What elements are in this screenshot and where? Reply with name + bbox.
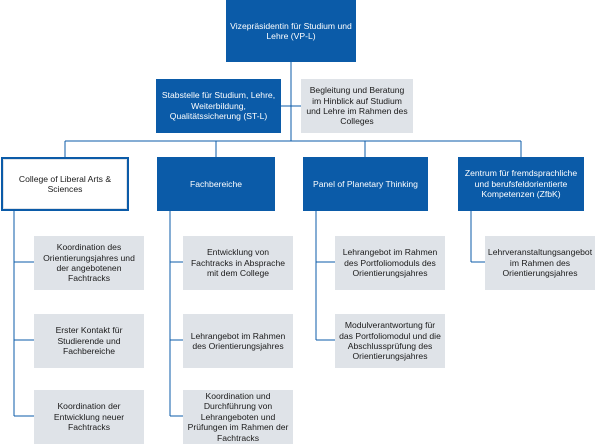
zfbk-item-1: Lehrveranstaltungsangebot im Rahmen des …	[485, 236, 595, 290]
fachbereiche-head-box: Fachbereiche	[157, 157, 275, 211]
begleitung-box: Begleitung und Beratung im Hinblick auf …	[301, 79, 413, 133]
zfbk-head-box: Zentrum für fremdsprachliche und berufsf…	[458, 157, 584, 211]
college-item-2: Erster Kontakt für Studierende und Fachb…	[34, 314, 144, 368]
college-head-box: College of Liberal Arts & Sciences	[1, 157, 129, 211]
panel-item-1: Lehrangebot im Rahmen des Portfoliomodul…	[335, 236, 445, 290]
panel-item-2: Modulverantwortung für das Portfoliomodu…	[335, 314, 445, 368]
fachbereiche-item-2: Lehrangebot im Rahmen des Orientierungsj…	[183, 314, 293, 368]
panel-head-box: Panel of Planetary Thinking	[303, 157, 428, 211]
fachbereiche-item-1: Entwicklung von Fachtracks in Absprache …	[183, 236, 293, 290]
college-item-1: Koordination des Orientierungsjahres und…	[34, 236, 144, 290]
stabstelle-box: Stabstelle für Studium, Lehre, Weiterbil…	[156, 79, 281, 133]
fachbereiche-item-3: Koordination und Durchführung von Lehran…	[183, 390, 293, 444]
college-item-3: Koordination der Entwicklung neuer Facht…	[34, 390, 144, 444]
vp-box: Vizepräsidentin für Studium und Lehre (V…	[226, 0, 356, 62]
